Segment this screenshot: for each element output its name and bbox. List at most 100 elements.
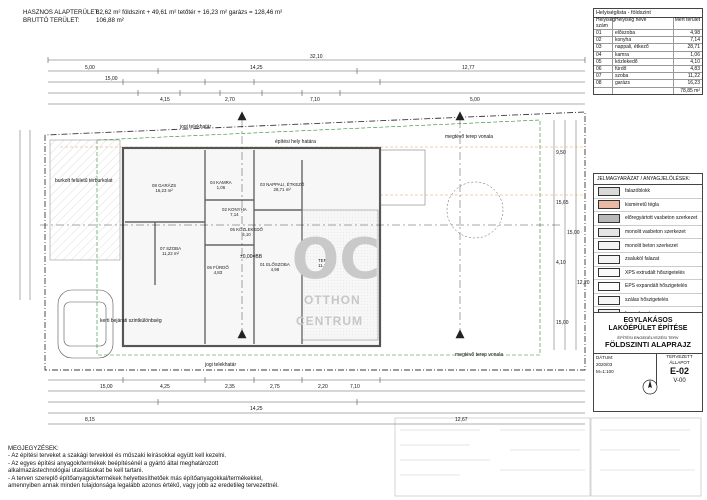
sheet-number: E-02 xyxy=(669,366,689,376)
room-table-cell-no: 06 xyxy=(594,66,613,73)
dim-top-8: 5,00 xyxy=(470,97,480,103)
note-line: - A terven szereplő építőanyagok/terméke… xyxy=(8,475,263,482)
dim-bottom-8: 12,67 xyxy=(455,417,468,423)
annotation-entrance: kerti bejárati szintkülönbség xyxy=(100,318,162,324)
annotation-boundary-bottom: jogi telekhatár xyxy=(205,362,237,368)
north-arrow-icon xyxy=(642,379,658,395)
dim-right-0: 9,50 xyxy=(556,150,566,156)
dim-top-3: 12,77 xyxy=(462,65,475,71)
svg-text:OC: OC xyxy=(292,227,381,292)
legend-item: szálas hőszigetelés xyxy=(594,294,702,308)
plan-name: FÖLDSZINTI ALAPRAJZ xyxy=(605,340,691,349)
dim-bottom-0: 15,00 xyxy=(100,384,113,390)
dim-right-3: 4,10 xyxy=(556,260,566,266)
room-table-cell-no: 04 xyxy=(594,51,613,58)
legend-label: falazóblokk xyxy=(625,188,651,195)
room-table-cell-area: 7,14 xyxy=(690,37,700,44)
project-title-2: LAKÓÉPÜLET ÉPÍTÉSE xyxy=(608,325,688,332)
annotation-terrain-bottom: megtévő terep vonala xyxy=(455,352,504,358)
net-area-value: 62,62 m² földszint + 49,61 m² tetőtér + … xyxy=(96,9,283,16)
legend-label: kisméretű tégla xyxy=(625,201,659,208)
note-line: amennyiben annak minden tulajdonsága leg… xyxy=(8,483,279,490)
legend-swatch xyxy=(598,268,620,278)
legend-label: előregyártott vasbeton szerkezet xyxy=(625,215,698,222)
legend-swatch xyxy=(598,213,620,223)
legend-item: XPS extrudált hőszigetelés xyxy=(594,267,702,281)
dim-total-top: 32,10 xyxy=(310,54,323,60)
dim-bottom-6: 14,25 xyxy=(250,406,263,412)
legend-swatch xyxy=(598,241,620,251)
legend-swatch xyxy=(598,254,620,264)
note-line: - Az egyes építési anyagok/termékek beép… xyxy=(8,460,219,467)
room-table-cell-no: 03 xyxy=(594,44,613,51)
room-table-cell-no: 02 xyxy=(594,37,613,44)
dim-top-6: 2,70 xyxy=(225,97,235,103)
gross-area-value: 106,88 m² xyxy=(96,17,124,24)
room-table-cell-no: 07 xyxy=(594,73,613,80)
annotation-boundary-top: jogi telekhatár xyxy=(180,124,212,130)
room-list-table: Helyiséglista - földszint Helyiség szám … xyxy=(593,8,703,96)
legend-item: előregyártott vasbeton szerkezet xyxy=(594,212,702,226)
room-table-cell-name: közlekedő xyxy=(613,58,674,66)
dim-bottom-7: 8,15 xyxy=(85,417,95,423)
dim-right-2: 15,00 xyxy=(567,230,580,236)
room-table-cell-name: konyha xyxy=(613,37,674,44)
legend-swatch xyxy=(598,227,620,237)
dim-top-1: 5,00 xyxy=(85,65,95,71)
dim-top-2: 14,25 xyxy=(250,65,263,71)
legend-swatch xyxy=(598,281,620,291)
room-table-cell-area: 16,23 xyxy=(687,80,700,87)
project-title: EGYLAKÁSOS xyxy=(623,317,673,324)
title-block: EGYLAKÁSOS LAKÓÉPÜLET ÉPÍTÉSE ÉPÍTÉSI EN… xyxy=(593,312,703,412)
watermark-logo: OC xyxy=(292,227,381,292)
legend-swatch xyxy=(598,186,620,196)
legend-swatch xyxy=(598,295,620,305)
dim-right-5: 15,00 xyxy=(556,320,569,326)
note-line: alkalmazástechnológiai utasításokat be k… xyxy=(8,468,144,475)
legend-item: kisméretű tégla xyxy=(594,199,702,213)
dim-right-4: 12,20 xyxy=(577,280,590,286)
legend-label: EPS expandált hőszigetelés xyxy=(625,283,688,290)
room-table-cell-area: 28,71 xyxy=(687,44,700,51)
legend-title: JELMAGYARÁZAT / ANYAGJELÖLÉSEK: xyxy=(594,174,702,185)
room-table-cell-area: 1,06 xyxy=(690,51,700,58)
dim-bottom-5: 7,10 xyxy=(350,384,360,390)
dim-bottom-2: 2,35 xyxy=(225,384,235,390)
status-label: TERVEZETT ÁLLAPOT xyxy=(666,354,693,365)
dim-bottom-3: 2,75 xyxy=(270,384,280,390)
version-label: V-00 xyxy=(673,378,686,384)
legend-item: monolit beton szerkezet xyxy=(594,239,702,253)
date-value: 2020/03 xyxy=(596,362,613,367)
net-area-label: HASZNOS ALAPTERÜLET: xyxy=(23,9,100,16)
legend-label: szálas hőszigetelés xyxy=(625,297,669,304)
room-table-header: Helyiség szám Helyiség neve Mért terület xyxy=(594,17,702,30)
dim-top-4: 15,00 xyxy=(105,76,118,82)
watermark-otthon: OTTHON xyxy=(304,293,361,307)
room-table-cell-name: szoba xyxy=(613,73,674,80)
annotation-paving: burkolt felületű térburkolat xyxy=(55,178,113,184)
dim-top-7: 7,10 xyxy=(310,97,320,103)
room-table-cell-no: 05 xyxy=(594,58,613,66)
room-table-cell-name: kamra xyxy=(613,51,674,58)
gross-area-label: BRUTTÓ TERÜLET: xyxy=(23,17,80,24)
plan-subtitle: ÉPÍTÉSI ENGEDÉLYEZÉSI TERV xyxy=(617,335,679,340)
legend-label: XPS extrudált hőszigetelés xyxy=(625,269,685,276)
legend-item: EPS expandált hőszigetelés xyxy=(594,280,702,294)
room-table-cell-name: nappali, étkező xyxy=(613,44,674,51)
annotation-building-line: építési hely határa xyxy=(275,139,316,145)
date-label: DÁTUM: xyxy=(596,355,614,360)
legend-label: monolit vasbeton szerkezet xyxy=(625,229,686,236)
room-table-cell-name: előszoba xyxy=(613,30,674,37)
room-table-cell-area: 4,98 xyxy=(690,30,700,36)
